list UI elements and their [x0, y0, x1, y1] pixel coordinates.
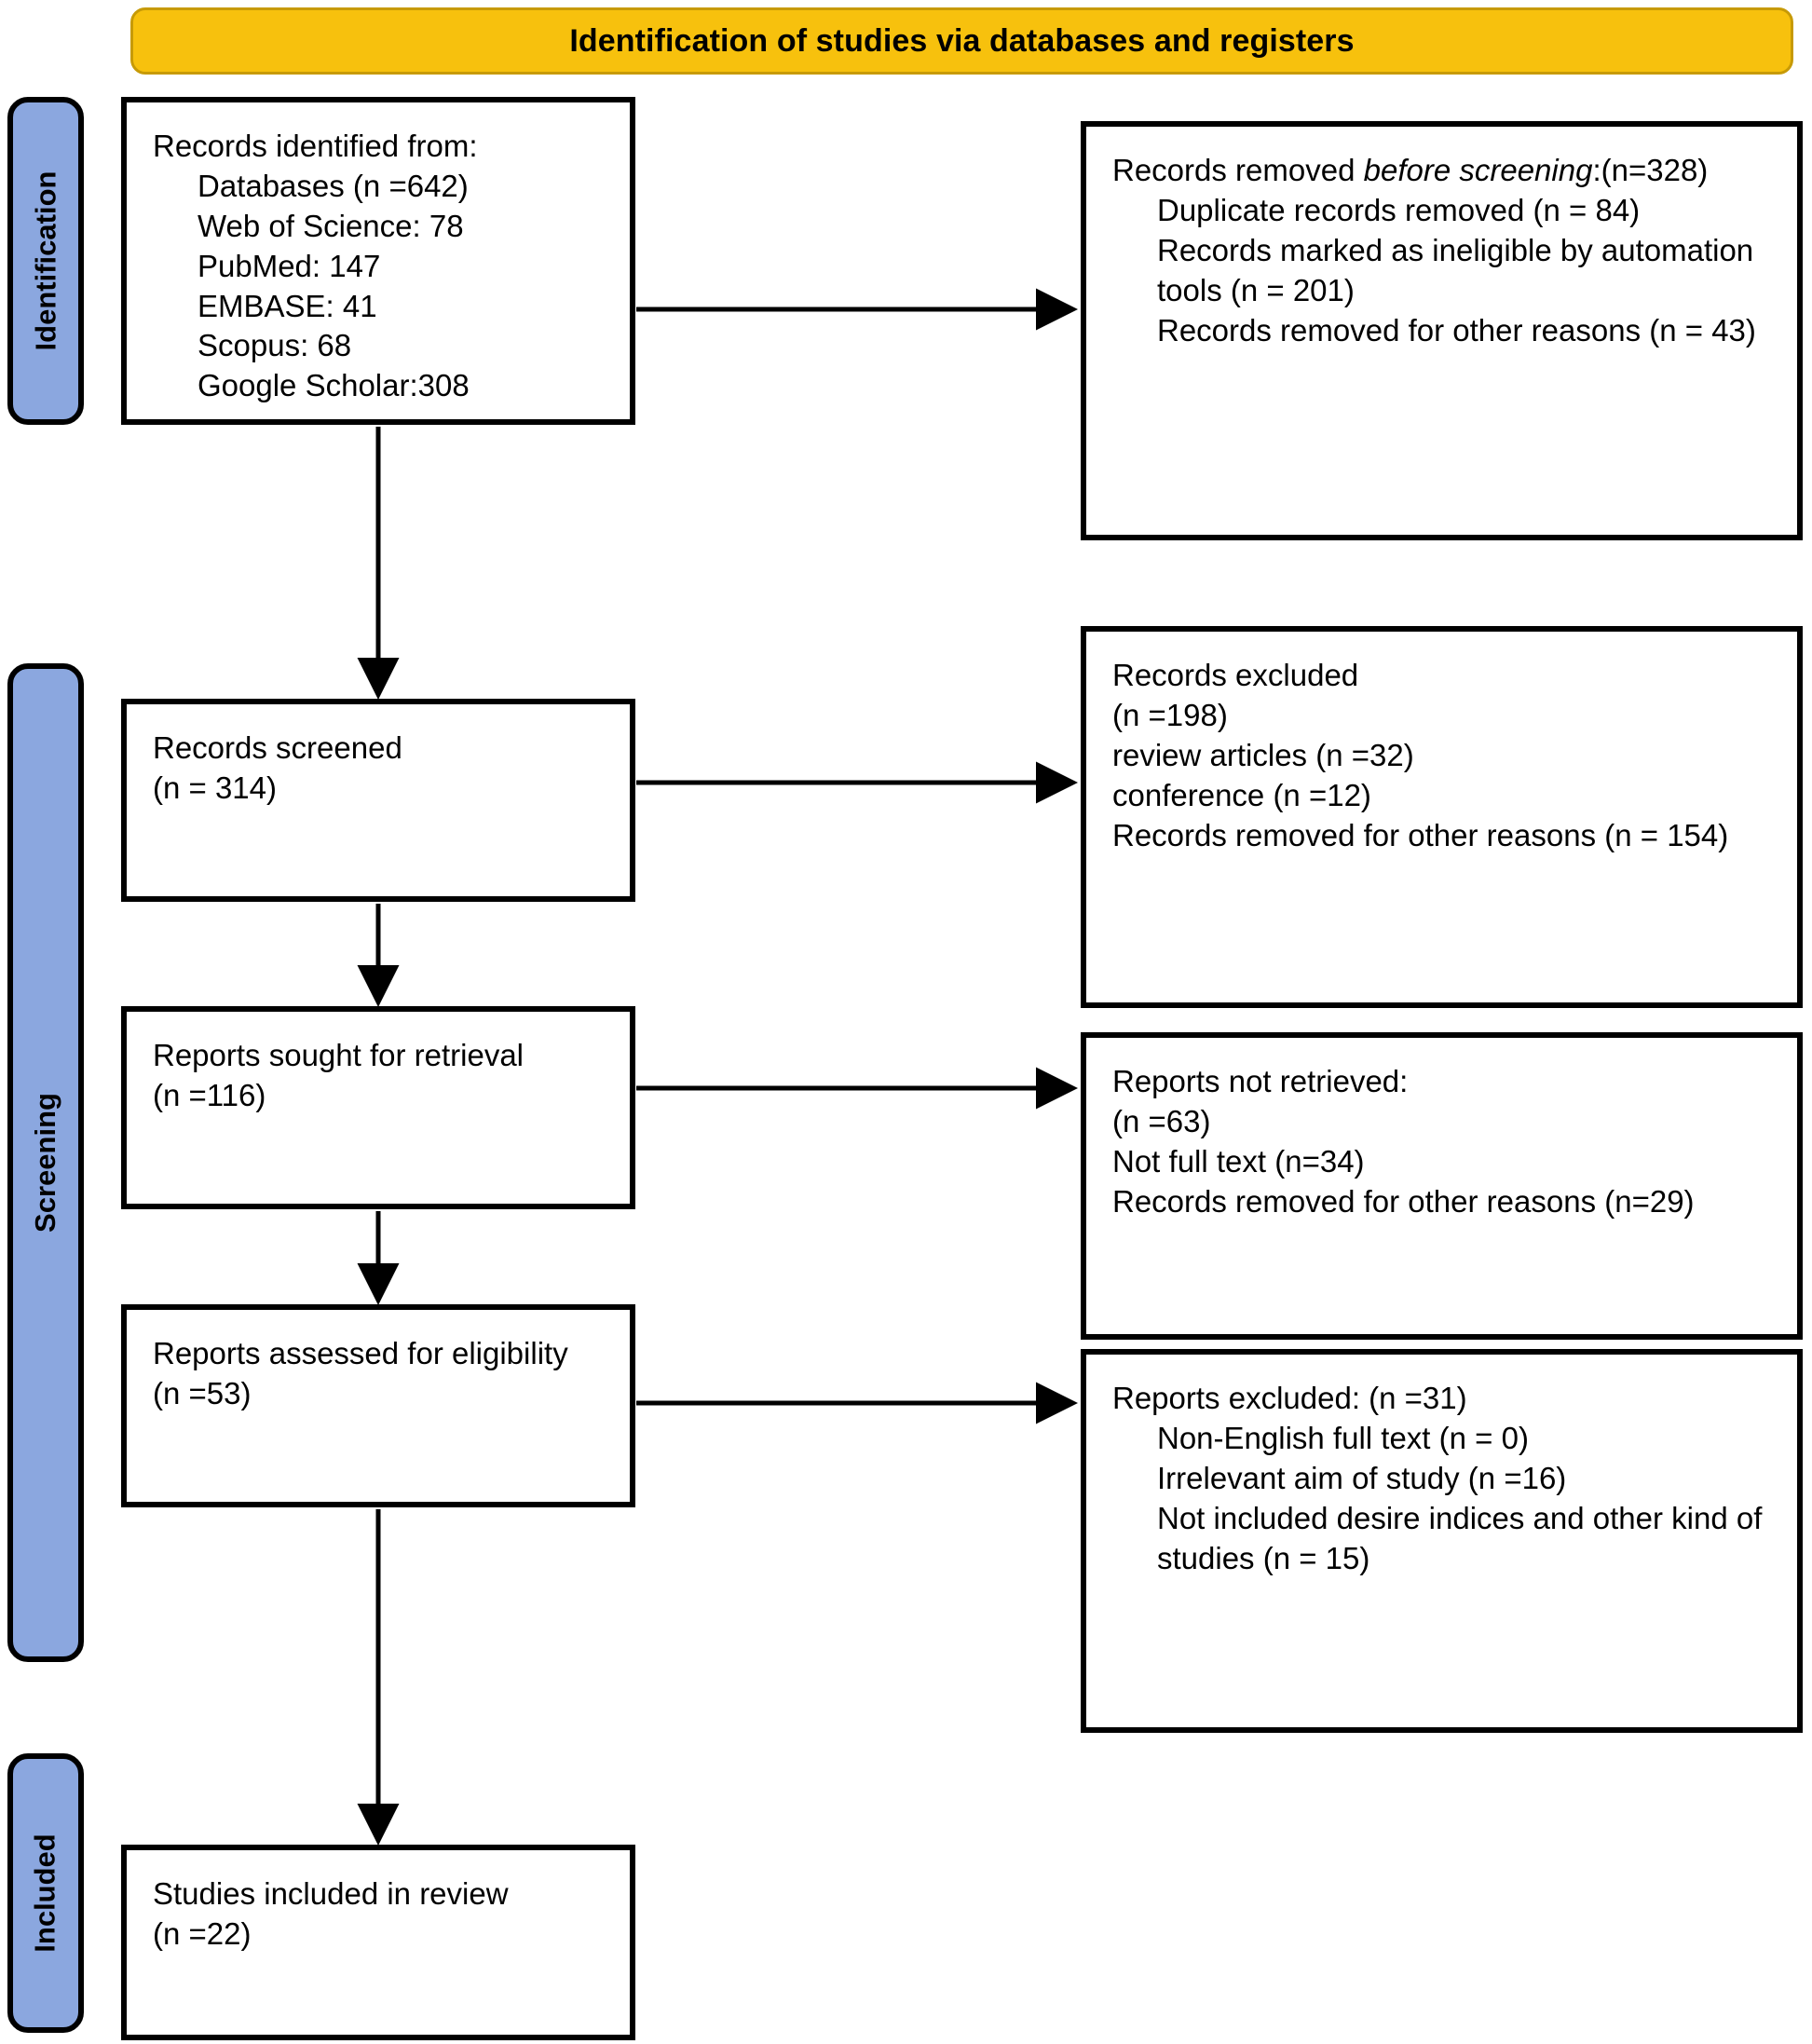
records-identified-web-of-science: Web of Science: 78	[198, 208, 464, 243]
records-removed-title-suffix: :(n=328)	[1592, 153, 1709, 187]
records-removed-title-italic-screening: screening	[1459, 153, 1593, 187]
box-reports-sought-for-retrieval: Reports sought for retrieval (n =116)	[121, 1006, 635, 1209]
reports-excluded-non-english: Non-English full text (n = 0)	[1157, 1420, 1529, 1455]
reports-not-retrieved-other-reasons: Records removed for other reasons (n=29)	[1112, 1183, 1695, 1219]
reports-sought-title: Reports sought for retrieval	[153, 1038, 525, 1072]
stage-label-identification: Identification	[7, 97, 84, 425]
reports-excluded-not-included-indices: Not included desire indices and other ki…	[1157, 1500, 1771, 1575]
box-records-removed-before-screening: Records removed before screening:(n=328)…	[1081, 121, 1803, 540]
reports-not-retrieved-count: (n =63)	[1112, 1103, 1211, 1138]
reports-not-retrieved-not-full-text: Not full text (n=34)	[1112, 1143, 1365, 1179]
records-identified-pubmed: PubMed: 147	[198, 248, 381, 283]
records-identified-google-scholar: Google Scholar:308	[198, 368, 470, 403]
studies-included-count: (n =22)	[153, 1915, 252, 1951]
records-identified-databases: Databases (n =642)	[198, 168, 469, 203]
records-removed-automation: Records marked as ineligible by automati…	[1157, 232, 1763, 307]
records-excluded-review-articles: review articles (n =32)	[1112, 737, 1414, 772]
reports-assessed-count: (n =53)	[153, 1375, 252, 1410]
box-records-identified: Records identified from: Databases (n =6…	[121, 97, 635, 425]
reports-excluded-irrelevant-aim: Irrelevant aim of study (n =16)	[1157, 1460, 1567, 1495]
stage-label-included-text: Included	[29, 1833, 62, 1953]
box-records-screened: Records screened (n = 314)	[121, 699, 635, 902]
records-removed-duplicates: Duplicate records removed (n = 84)	[1157, 192, 1641, 227]
stage-label-identification-text: Identification	[29, 170, 62, 351]
records-removed-title-italic-before: before	[1363, 153, 1451, 187]
reports-assessed-title: Reports assessed for eligibility	[153, 1336, 568, 1370]
records-excluded-other-reasons: Records removed for other reasons (n = 1…	[1112, 817, 1729, 852]
records-screened-count: (n = 314)	[153, 770, 277, 805]
diagram-header-banner: Identification of studies via databases …	[130, 7, 1793, 75]
records-identified-embase: EMBASE: 41	[198, 288, 377, 323]
page-title: Identification of studies via databases …	[569, 22, 1355, 59]
records-removed-other-reasons: Records removed for other reasons (n = 4…	[1157, 312, 1756, 347]
box-studies-included-in-review: Studies included in review (n =22)	[121, 1845, 635, 2040]
records-removed-title-prefix: Records removed	[1112, 153, 1364, 187]
reports-not-retrieved-title: Reports not retrieved:	[1112, 1064, 1409, 1098]
records-identified-scopus: Scopus: 68	[198, 328, 352, 363]
studies-included-title: Studies included in review	[153, 1876, 509, 1911]
stage-label-screening: Screening	[7, 663, 84, 1662]
reports-sought-count: (n =116)	[153, 1077, 266, 1112]
box-reports-not-retrieved: Reports not retrieved: (n =63) Not full …	[1081, 1032, 1803, 1340]
records-screened-title: Records screened	[153, 730, 402, 765]
stage-label-included: Included	[7, 1753, 84, 2033]
records-excluded-title: Records excluded	[1112, 658, 1359, 692]
records-removed-title: Records removed before screening:(n=328)	[1112, 151, 1780, 191]
reports-excluded-title: Reports excluded: (n =31)	[1112, 1381, 1467, 1415]
records-identified-title: Records identified from:	[153, 129, 478, 163]
box-records-excluded: Records excluded (n =198) review article…	[1081, 626, 1803, 1008]
box-reports-excluded: Reports excluded: (n =31) Non-English fu…	[1081, 1349, 1803, 1733]
records-excluded-conference: conference (n =12)	[1112, 777, 1371, 812]
box-reports-assessed-for-eligibility: Reports assessed for eligibility (n =53)	[121, 1304, 635, 1507]
stage-label-screening-text: Screening	[29, 1093, 62, 1233]
records-excluded-count: (n =198)	[1112, 697, 1228, 732]
